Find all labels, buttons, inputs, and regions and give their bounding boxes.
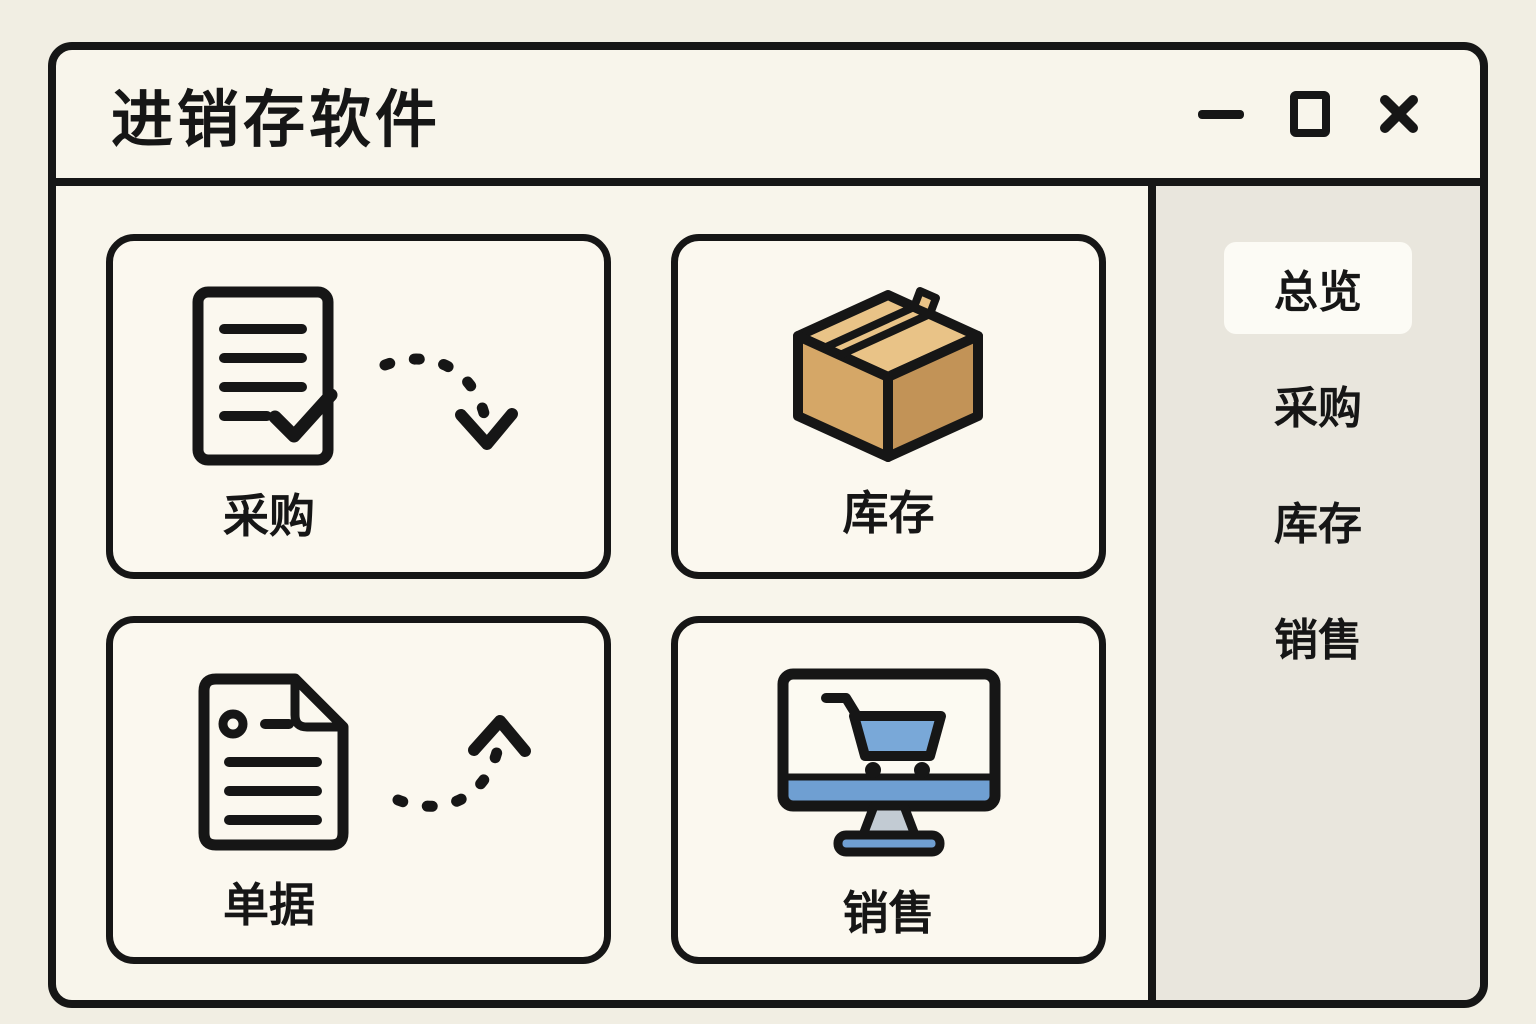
maximize-button[interactable] [1290,91,1330,137]
card-label-inventory: 库存 [842,487,935,539]
card-label-documents: 单据 [223,879,315,931]
minimize-icon [1198,109,1244,119]
sidebar-item-sales[interactable]: 销售 [1274,616,1362,665]
close-button[interactable] [1376,91,1422,137]
sidebar-item-inventory[interactable]: 库存 [1274,500,1362,549]
purchase-list-check-icon [192,286,338,466]
main-content: 采购 [56,186,1148,1000]
card-purchase[interactable]: 采购 [106,234,611,579]
card-label-sales: 销售 [842,887,935,939]
sales-card-art [774,665,1004,865]
purchase-card-art [191,285,604,468]
maximize-icon [1290,91,1330,137]
title-bar: 进销存软件 [56,50,1480,186]
monitor-shopping-cart-icon [777,668,1000,857]
dashed-arrow-down-icon [379,353,518,450]
close-icon [1380,95,1418,133]
dashed-arrow-up-icon [392,715,531,812]
sidebar-nav: 总览 采购 库存 销售 [1148,186,1480,1000]
inventory-card-art [781,283,996,465]
documents-card-art [191,667,604,857]
card-sales[interactable]: 销售 [671,616,1106,964]
card-label-purchase: 采购 [223,490,315,542]
app-window: 进销存软件 [48,42,1488,1008]
sidebar-item-overview[interactable]: 总览 [1224,242,1412,334]
receipt-document-icon [198,673,349,851]
card-documents[interactable]: 单据 [106,616,611,964]
sidebar-item-purchase[interactable]: 采购 [1274,384,1362,433]
minimize-button[interactable] [1198,109,1244,119]
window-controls [1198,91,1422,137]
window-body: 采购 [56,186,1480,1000]
window-title: 进销存软件 [111,86,442,155]
card-inventory[interactable]: 库存 [671,234,1106,579]
cardboard-box-icon [793,287,983,462]
